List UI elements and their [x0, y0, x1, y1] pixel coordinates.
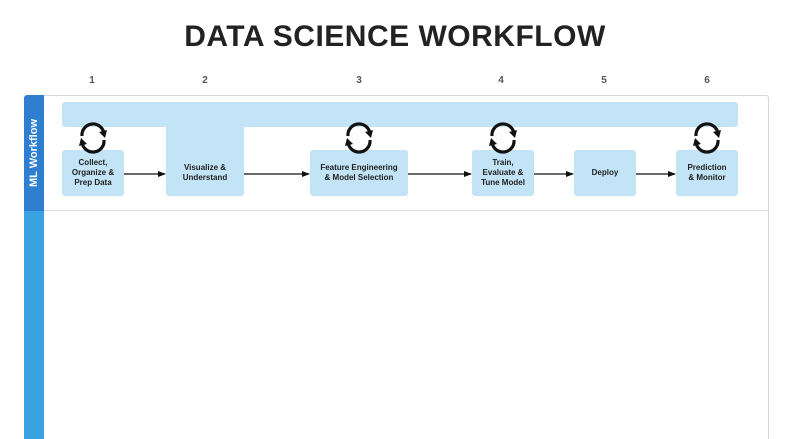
step-6-line-1: Prediction — [687, 163, 727, 172]
feedback-band — [62, 102, 738, 127]
column-number-3: 3 — [356, 75, 362, 86]
lane-header-ml-workflow — [24, 95, 44, 211]
step-1-line-3: Prep Data — [74, 178, 112, 187]
cycle-icon — [345, 122, 373, 154]
step-1-line-1: Collect, — [78, 158, 108, 167]
lane-label: ML Workflow — [28, 118, 40, 188]
step-prediction-monitor[interactable]: Prediction & Monitor — [676, 150, 738, 196]
step-3-line-2: & Model Selection — [324, 173, 394, 182]
cycle-icon — [489, 122, 517, 154]
step-4-line-2: Evaluate & — [482, 168, 524, 177]
column-number-1: 1 — [89, 75, 95, 86]
column-number-6: 6 — [704, 75, 710, 86]
step-5-line-1: Deploy — [591, 168, 619, 177]
workflow-pool — [24, 95, 769, 439]
step-6-line-2: & Monitor — [688, 173, 726, 182]
lane-divider — [44, 210, 768, 211]
step-visualize-understand[interactable]: Visualize & Understand — [166, 128, 244, 196]
step-2-line-2: Understand — [182, 173, 228, 182]
step-collect-organize-prep-data[interactable]: Collect, Organize & Prep Data — [62, 150, 124, 196]
step-1-line-2: Organize & — [71, 168, 115, 177]
column-number-2: 2 — [202, 75, 208, 86]
step-3-line-1: Feature Engineering — [320, 163, 398, 172]
step-4-line-1: Train, — [492, 158, 514, 167]
step-deploy[interactable]: Deploy — [574, 150, 636, 196]
lane-header-secondary — [24, 211, 44, 439]
page-title: DATA SCIENCE WORKFLOW — [184, 20, 606, 53]
column-number-4: 4 — [498, 75, 504, 86]
cycle-icon — [693, 122, 721, 154]
cycle-icon — [79, 122, 107, 154]
step-feature-engineering-model-selection[interactable]: Feature Engineering & Model Selection — [310, 150, 408, 196]
step-4-line-3: Tune Model — [481, 178, 525, 187]
column-number-5: 5 — [601, 75, 607, 86]
step-train-evaluate-tune-model[interactable]: Train, Evaluate & Tune Model — [472, 150, 534, 196]
step-2-line-1: Visualize & — [183, 163, 227, 172]
